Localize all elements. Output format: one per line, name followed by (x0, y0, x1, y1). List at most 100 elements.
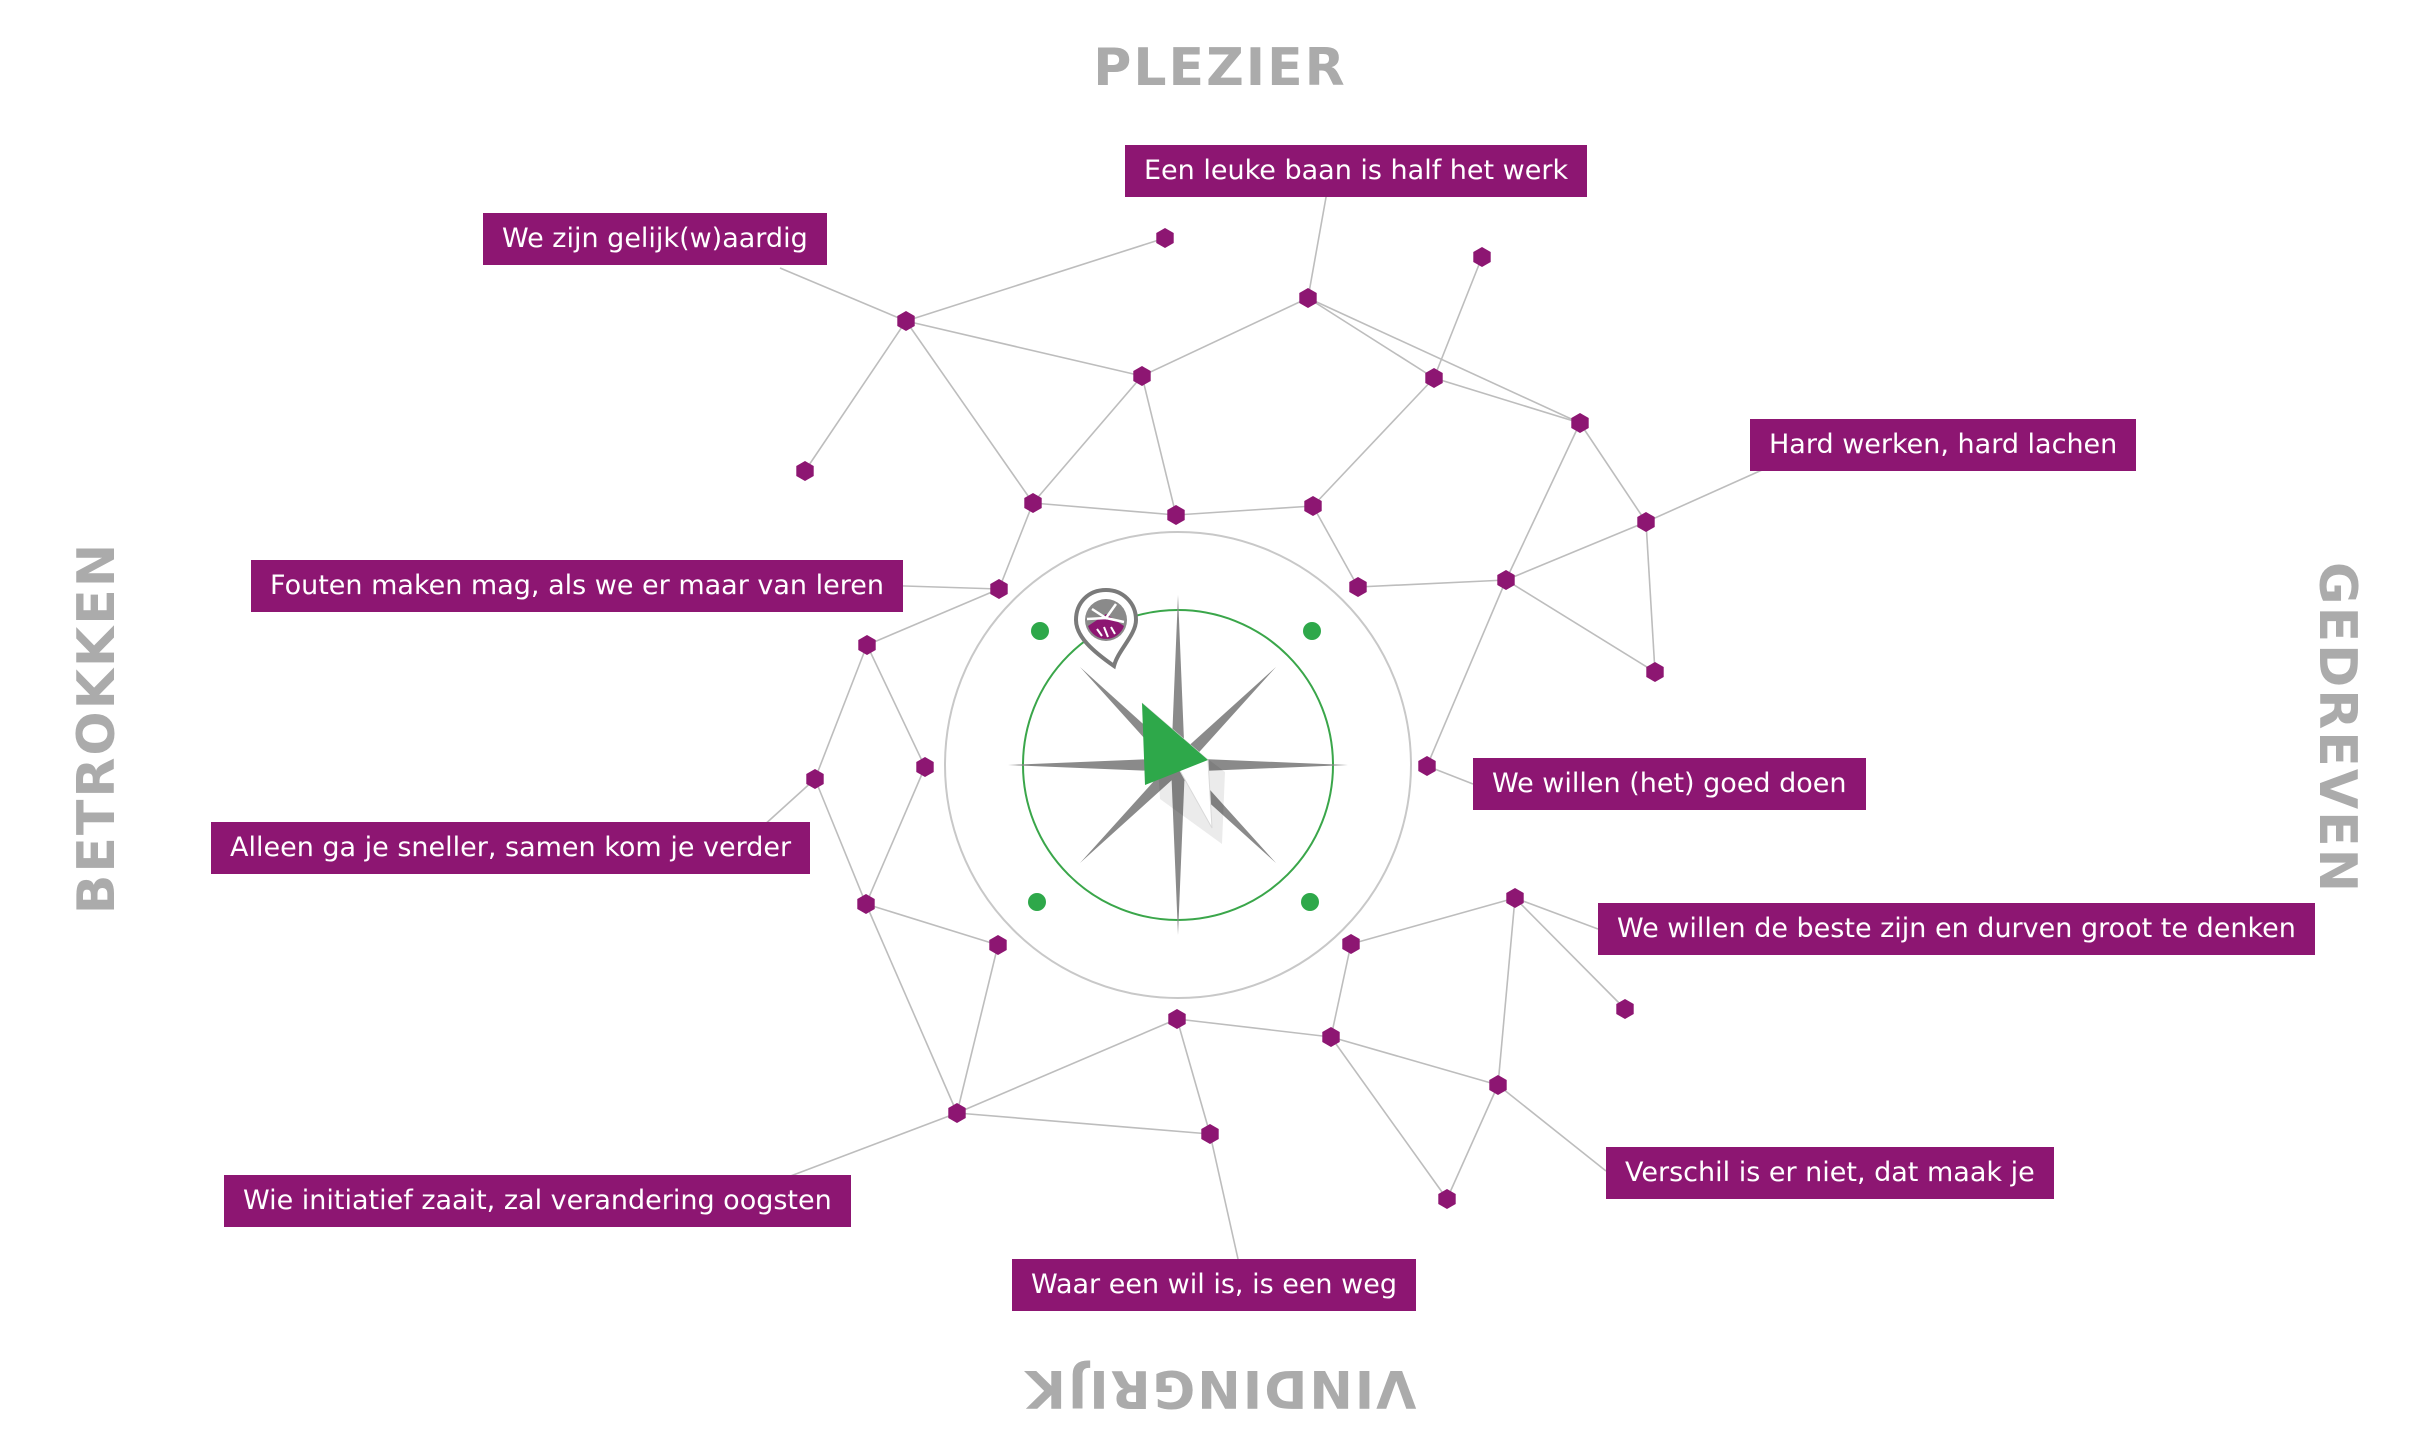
compass-outer-ring (944, 531, 1412, 999)
network-edge (779, 1112, 958, 1181)
value-label: Waar een wil is, is een weg (1012, 1259, 1416, 1311)
network-edge (1312, 377, 1435, 507)
network-edge (1505, 422, 1581, 581)
network-edge (956, 1112, 1211, 1135)
network-edge (1176, 1018, 1332, 1038)
network-node (989, 935, 1007, 955)
value-label: Alleen ga je sneller, samen kom je verde… (211, 822, 811, 874)
network-edge (1175, 505, 1314, 516)
network-node (1299, 288, 1317, 308)
network-node (1342, 934, 1360, 954)
network-edge (1312, 505, 1359, 588)
network-edge (905, 320, 1143, 377)
network-edge (814, 644, 868, 780)
value-label: We willen de beste zijn en durven groot … (1598, 903, 2315, 955)
network-edge (1141, 375, 1177, 516)
network-edge (998, 502, 1034, 590)
network-edge (956, 1018, 1178, 1114)
compass-icon (944, 531, 1412, 999)
network-edge (1645, 521, 1656, 673)
network-edge (1505, 579, 1656, 673)
network-edge (905, 237, 1166, 322)
network-edge (1426, 579, 1507, 767)
network-node (1304, 496, 1322, 516)
compass-needle (1141, 702, 1225, 844)
network-node (1425, 368, 1443, 388)
network-edge (1330, 1036, 1499, 1086)
network-edge (956, 944, 999, 1114)
network-node (857, 894, 875, 914)
network-edge (1032, 375, 1143, 504)
compass-dots (1028, 622, 1321, 911)
direction-label-left: BETROKKEN (67, 541, 127, 915)
network-edge (1307, 297, 1581, 424)
value-label: Wie initiatief zaait, zal verandering oo… (224, 1175, 851, 1227)
network-edge (1645, 469, 1763, 523)
network-node (1506, 888, 1524, 908)
network-node (1322, 1027, 1340, 1047)
network-node (1156, 228, 1174, 248)
network-node (1637, 512, 1655, 532)
network-edge (804, 320, 907, 472)
network-node (1024, 493, 1042, 513)
network-node (1646, 662, 1664, 682)
network-edge (1330, 1036, 1448, 1200)
network-edge (1514, 897, 1599, 930)
network-node (1418, 756, 1436, 776)
location-pin-icon (1073, 587, 1139, 670)
network-edge (1350, 897, 1516, 945)
network-edge (866, 588, 1000, 646)
network-node (1489, 1075, 1507, 1095)
network-edge (865, 766, 926, 905)
value-label: Hard werken, hard lachen (1750, 419, 2137, 471)
network-node (1571, 413, 1589, 433)
network-node (1168, 1009, 1186, 1029)
network-edge (1209, 1133, 1239, 1260)
network-node (1438, 1189, 1456, 1209)
value-label: We willen (het) goed doen (1473, 758, 1866, 810)
direction-label-right: GEDREVEN (2307, 561, 2367, 895)
network-node (806, 769, 824, 789)
network-edge (1330, 943, 1352, 1038)
direction-label-bottom: VINDINGRIJK (1023, 1358, 1417, 1418)
network-edge (1579, 422, 1647, 523)
network-edge (814, 778, 867, 905)
network-node (897, 311, 915, 331)
direction-label-top: PLEZIER (1093, 38, 1347, 98)
network-node (916, 757, 934, 777)
network-node (1349, 577, 1367, 597)
network-edge (1032, 502, 1177, 516)
network-edge (779, 267, 907, 322)
network-node (858, 635, 876, 655)
network-edge (1433, 256, 1483, 379)
value-label: Een leuke baan is half het werk (1125, 145, 1588, 197)
network-edge (1433, 377, 1581, 424)
network-edge (1446, 1084, 1499, 1200)
network-edge (1497, 897, 1516, 1086)
network-node (990, 579, 1008, 599)
network-node (948, 1103, 966, 1123)
network-node (1497, 570, 1515, 590)
network-edge (1176, 1018, 1211, 1135)
network-node (1473, 247, 1491, 267)
network-edge (905, 320, 1034, 504)
network-edges (740, 146, 1763, 1260)
network-edge (1141, 297, 1309, 377)
network-edge (866, 644, 926, 768)
network-edge (865, 903, 999, 946)
network-edge (1307, 297, 1435, 379)
network-node (1167, 505, 1185, 525)
network-node (796, 461, 814, 481)
network-edge (1514, 897, 1626, 1010)
network-edge (1357, 579, 1507, 588)
network-edge (865, 903, 958, 1114)
network-edge (1497, 1084, 1607, 1172)
network-node (1201, 1124, 1219, 1144)
value-label: Verschil is er niet, dat maak je (1606, 1147, 2054, 1199)
network-edge (1505, 521, 1647, 581)
network-node (1616, 999, 1634, 1019)
value-label: We zijn gelijk(w)aardig (483, 213, 827, 265)
network-node (1133, 366, 1151, 386)
network-nodes (796, 228, 1664, 1209)
